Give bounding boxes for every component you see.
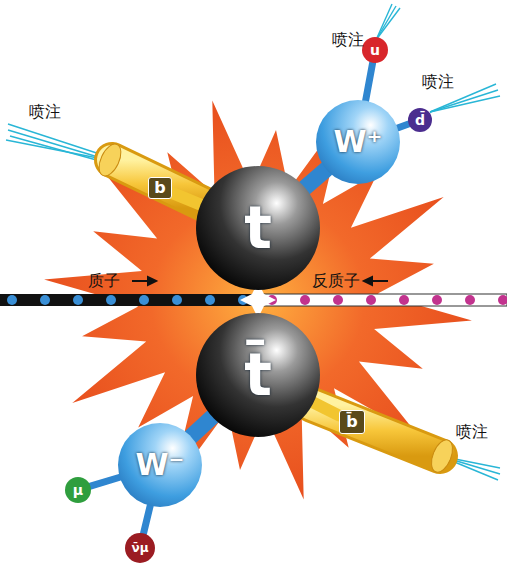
- particle-symbol: b: [154, 180, 165, 196]
- particle-symbol: b̄: [346, 414, 357, 430]
- antiproton-dot: [432, 295, 442, 305]
- decay-connector: [191, 417, 212, 437]
- jet-label: 喷注: [332, 31, 364, 49]
- top-quark-sphere: t: [196, 166, 320, 290]
- antiproton-dot: [366, 295, 376, 305]
- proton-dot: [7, 295, 17, 305]
- proton-dot: [40, 295, 50, 305]
- particle-symbol: u: [370, 43, 380, 57]
- explosion: [44, 100, 472, 499]
- decay-connector: [398, 124, 409, 128]
- particle-symbol: ν̄μ: [131, 542, 148, 554]
- antiproton-dot: [399, 295, 409, 305]
- antitop-quark-sphere: t̄: [196, 313, 320, 437]
- antineutrino-drop: ν̄μ: [125, 533, 156, 564]
- particle-symbol: t: [244, 199, 272, 257]
- muon-drop: μ: [65, 477, 91, 503]
- particle-symbol: d̄: [415, 113, 425, 127]
- particle-symbol: μ: [73, 483, 83, 497]
- antiproton-dot: [465, 295, 475, 305]
- antiproton-dot: [300, 295, 310, 305]
- up-quark-drop: u: [362, 37, 388, 63]
- proton-dot: [172, 295, 182, 305]
- w-minus-sphere: W⁻: [118, 423, 202, 507]
- proton-beam: [0, 294, 258, 306]
- jet-label: 喷注: [456, 423, 488, 441]
- anti-down-drop: d̄: [408, 108, 432, 132]
- particle-symbol: W⁺: [334, 127, 383, 157]
- decay-connector: [366, 63, 373, 101]
- proton-dot: [73, 295, 83, 305]
- decay-connector: [313, 403, 339, 416]
- jet-label: 喷注: [29, 103, 61, 121]
- decay-connector: [90, 477, 119, 486]
- anti-b-label-box: b̄: [339, 410, 365, 434]
- particle-symbol: W⁻: [136, 450, 185, 480]
- particle-symbol: t̄: [244, 346, 272, 404]
- proton-label: 质子: [88, 272, 120, 290]
- proton-dot: [139, 295, 149, 305]
- decay-connector: [305, 169, 326, 187]
- proton-dot: [106, 295, 116, 305]
- antiproton-beam: [258, 294, 507, 306]
- decay-connector: [144, 506, 151, 533]
- proton-dot: [205, 295, 215, 305]
- decay-connector: [172, 193, 201, 205]
- antiproton-dot: [333, 295, 343, 305]
- antiproton-label: 反质子: [312, 272, 360, 290]
- b-label-box: b: [148, 177, 172, 199]
- w-plus-sphere: W⁺: [316, 100, 400, 184]
- antiproton-dot: [498, 295, 507, 305]
- jet-label: 喷注: [422, 73, 454, 91]
- b-quark-cylinder: [95, 141, 212, 208]
- jet-lines: [6, 4, 500, 480]
